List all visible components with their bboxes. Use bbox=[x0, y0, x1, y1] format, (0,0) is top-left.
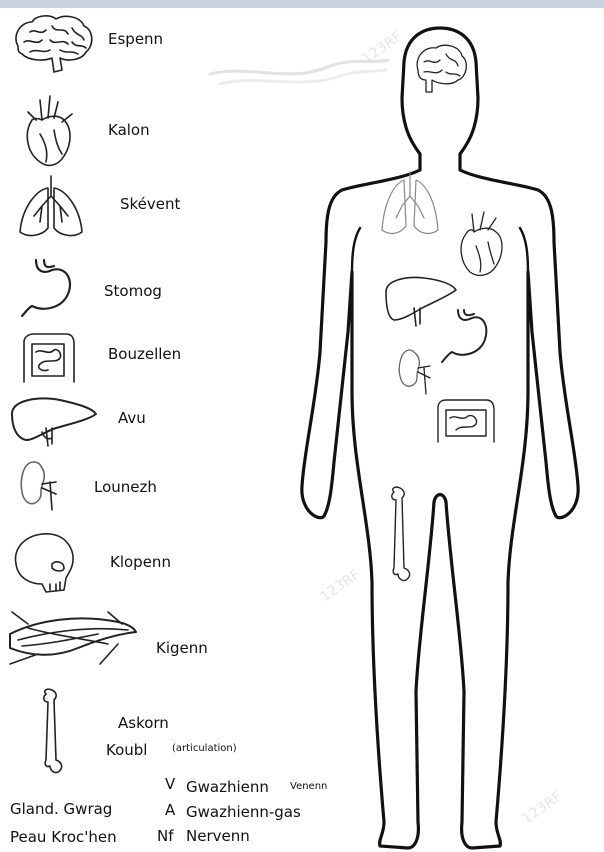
top-bar bbox=[0, 0, 604, 8]
legend-artery-label: Gwazhienn-gas bbox=[186, 803, 301, 821]
legend-artery-abbr: A bbox=[165, 801, 175, 819]
organ-label-kalon: Kalon bbox=[108, 121, 150, 139]
human-figure bbox=[290, 22, 590, 852]
intestines-icon bbox=[18, 332, 78, 388]
body-outline bbox=[302, 28, 578, 848]
legend-skin: Peau Kroc'hen bbox=[10, 828, 117, 846]
organ-label-askorn: Askorn bbox=[118, 714, 169, 732]
muscle-icon bbox=[8, 604, 138, 674]
skull-icon bbox=[10, 530, 78, 596]
stomach-icon bbox=[20, 258, 76, 318]
organ-label-stomog: Stomog bbox=[104, 282, 162, 300]
body-stomach bbox=[442, 310, 486, 362]
body-brain bbox=[417, 45, 466, 92]
brain-icon bbox=[10, 12, 96, 74]
legend-nerve-label: Nervenn bbox=[186, 827, 250, 845]
organ-label-bouzellen: Bouzellen bbox=[108, 345, 181, 363]
body-femur bbox=[392, 487, 410, 580]
organ-label-lounezh: Lounezh bbox=[94, 478, 157, 496]
heart-icon bbox=[18, 90, 78, 174]
legend-vein-abbr: V bbox=[165, 775, 175, 793]
organ-label-klopenn: Klopenn bbox=[110, 553, 171, 571]
body-heart bbox=[461, 212, 502, 275]
kidney-icon bbox=[20, 458, 64, 512]
organ-label-espenn: Espenn bbox=[108, 30, 163, 48]
organ-label-avu: Avu bbox=[118, 409, 146, 427]
body-kidney bbox=[399, 350, 430, 394]
joint-label: Koubl bbox=[106, 741, 147, 759]
legend-vein-label: Gwazhienn bbox=[186, 778, 269, 796]
body-liver bbox=[386, 278, 456, 326]
organ-label-kigenn: Kigenn bbox=[156, 639, 208, 657]
joint-note: (articulation) bbox=[172, 743, 237, 754]
organ-label-skevent: Skévent bbox=[120, 195, 180, 213]
legend-gland: Gland. Gwrag bbox=[10, 800, 112, 818]
liver-icon bbox=[8, 394, 100, 450]
legend-nerve-abbr: Nf bbox=[157, 827, 174, 845]
lungs-icon bbox=[14, 176, 88, 242]
body-intestines bbox=[438, 400, 494, 442]
body-lungs bbox=[382, 172, 438, 233]
bone-icon bbox=[36, 688, 76, 778]
